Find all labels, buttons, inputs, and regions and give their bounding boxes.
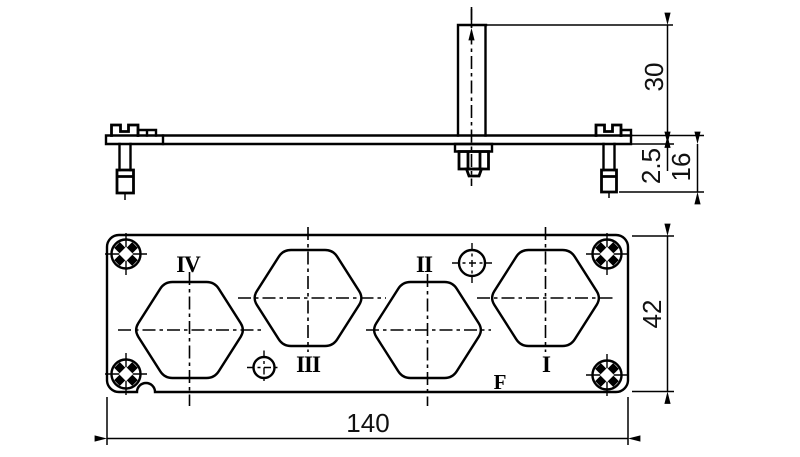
dimension-panel-width: 140	[94, 397, 641, 445]
pilot-hole-crosshair	[247, 350, 281, 385]
right-screw-step	[619, 128, 633, 137]
center-nut	[453, 142, 494, 178]
dimension-post-height: 30	[639, 12, 671, 148]
corner-screw-top-left	[105, 233, 147, 275]
dimension-panel-height: 42	[632, 223, 674, 404]
hexagon-cutout-iii	[253, 248, 363, 348]
hexagon-iv-centerlines	[118, 272, 261, 406]
hexagon-ii-centerlines	[366, 274, 491, 406]
corner-screw-bottom-right	[586, 354, 628, 396]
screw-center-diamond	[599, 246, 615, 262]
dimension-plate-thickness: 2.5	[636, 131, 671, 184]
screw-circle	[591, 238, 623, 270]
screw-circle	[110, 358, 142, 390]
corner-screw-bottom-left	[105, 353, 147, 395]
right-screw-side	[594, 123, 633, 198]
pilot-hole-top	[452, 243, 492, 283]
hexagon-iii-centerlines	[238, 227, 386, 352]
cavity-label-iii: III	[296, 352, 321, 377]
panel-outline	[105, 233, 630, 394]
dim-140-text: 140	[346, 408, 389, 438]
side-view: 30 2.5 16	[104, 7, 704, 205]
cavity-label-iv: IV	[176, 252, 201, 277]
screw-circle	[591, 359, 623, 391]
left-screw-side	[110, 123, 165, 200]
left-screw-step	[136, 128, 158, 137]
right-screw-collar	[600, 168, 618, 194]
pilot-hole-circle	[457, 248, 487, 278]
front-view: IV III II I F 42 140	[94, 223, 674, 445]
hexagon-i-centerlines	[477, 227, 616, 352]
screw-circle	[110, 238, 142, 270]
pilot-hole-circle	[252, 355, 276, 380]
right-screw-head	[594, 123, 623, 137]
hexagon-cutout-i	[490, 248, 601, 348]
dimension-screw-protrusion: 16	[666, 131, 701, 205]
left-screw-collar	[115, 168, 135, 195]
polarization-label-f: F	[494, 370, 507, 394]
nut-washer	[453, 142, 494, 153]
left-screw-shaft	[118, 142, 132, 172]
nut-body	[457, 150, 490, 171]
hexagon-cutout-iv	[134, 280, 245, 380]
screw-center-diamond	[599, 367, 615, 383]
side-plate	[104, 134, 633, 146]
right-screw-shaft	[602, 142, 616, 172]
pilot-hole-bottom	[247, 350, 281, 385]
cavity-label-i: I	[542, 352, 551, 377]
cavity-label-ii: II	[416, 252, 433, 277]
screw-center-diamond	[118, 366, 134, 382]
dim-30-text: 30	[639, 63, 669, 92]
stud-tip	[464, 167, 484, 178]
left-screw-head	[110, 123, 140, 137]
dim-42-text: 42	[637, 300, 667, 329]
hexagon-cutout-ii	[372, 280, 483, 380]
dim-2p5-text: 2.5	[636, 148, 666, 184]
dim-16-text: 16	[666, 153, 696, 182]
corner-screw-top-right	[586, 233, 628, 275]
